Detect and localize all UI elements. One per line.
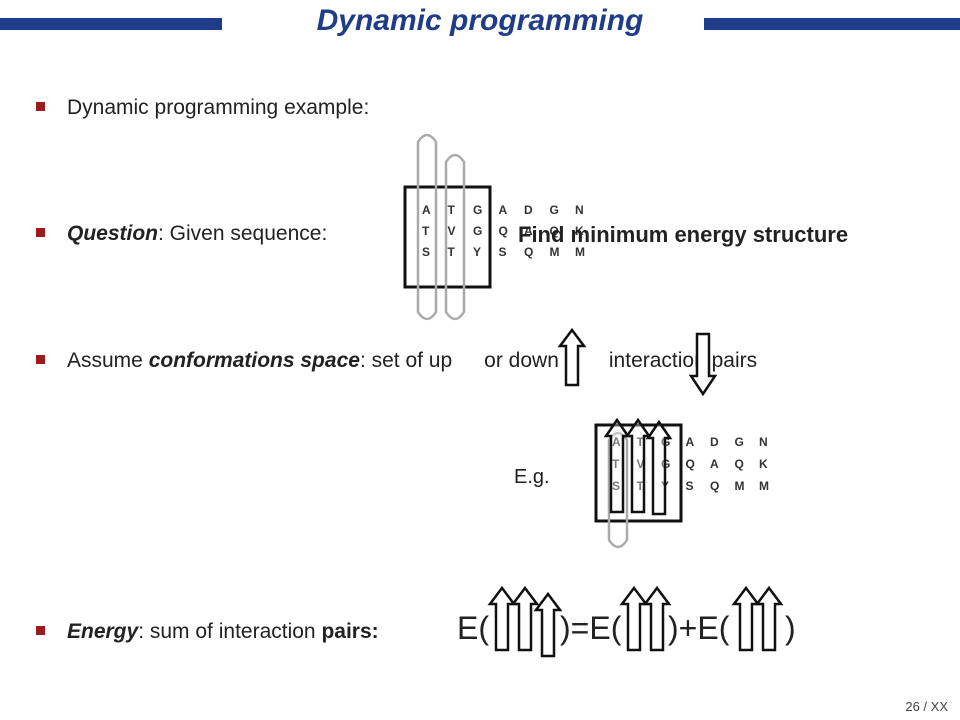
bullet-square-icon (36, 227, 45, 237)
sequence-letter: D (524, 203, 533, 217)
sequence-letter: G (735, 435, 744, 449)
assume-term: conformations space (148, 349, 360, 372)
sequence-letter: D (710, 435, 719, 449)
sequence-letter: T (422, 224, 430, 238)
sequence-letter: S (686, 479, 694, 493)
sequence-letter: N (759, 435, 768, 449)
up-arrow-icon (624, 417, 652, 514)
up-arrow-icon (642, 585, 672, 652)
slide-title: Dynamic programming (316, 4, 644, 37)
sequence-letter: S (612, 479, 620, 493)
up-arrow-icon (619, 585, 649, 652)
sequence-letter: A (422, 203, 431, 217)
bullet-example-text: Dynamic programming example: (67, 96, 370, 119)
sequence-letter: N (575, 203, 584, 217)
sequence-letter: S (499, 245, 507, 259)
sequence-letter: Q (499, 224, 508, 238)
bullet-square-icon (36, 354, 45, 364)
bullet-example: Dynamic programming example: (36, 96, 369, 120)
sequence-letter: Q (524, 245, 533, 259)
assume-prefix: Assume (67, 349, 143, 372)
sequence-letter: A (612, 435, 621, 449)
bullet-question: Question: Given sequence: (36, 222, 327, 246)
equation-mid2: )+E( (668, 610, 730, 646)
grid-box (403, 185, 492, 289)
sequence-letter: K (759, 457, 768, 471)
question-goal: Find minimum energy structure (518, 222, 849, 247)
sequence-letter: M (575, 245, 585, 259)
sequence-letter: Q (735, 457, 744, 471)
sequence-letter: T (637, 479, 645, 493)
energy-pairs: pairs: (321, 620, 379, 643)
sequence-letter: G (473, 224, 482, 238)
sequence-letter: Q (710, 479, 719, 493)
sequence-letter: A (686, 435, 695, 449)
sequence-letter: Q (550, 224, 559, 238)
assume-end: interaction pairs (608, 349, 758, 372)
question-label: Question (67, 222, 159, 245)
up-arrow-icon (533, 591, 563, 658)
up-arrow-icon (510, 585, 540, 652)
sequence-letter: M (759, 479, 769, 493)
sequence-letter: T (448, 245, 456, 259)
sequence-letter: A (499, 203, 508, 217)
sequence-letter: M (735, 479, 745, 493)
header-bar-right (704, 18, 960, 30)
backbone-strand (607, 431, 629, 549)
sequence-letter: Y (473, 245, 481, 259)
up-arrow-icon (754, 585, 784, 652)
sequence-letter: T (448, 203, 456, 217)
sequence-letter: S (422, 245, 430, 259)
down-arrow-icon (688, 332, 718, 397)
sequence-letter: V (448, 224, 456, 238)
energy-label: Energy (67, 620, 139, 643)
up-arrow-icon (487, 585, 517, 652)
question-text: : Given sequence: (158, 222, 328, 245)
energy-equation: E( )=E( )+E( ) (0, 590, 960, 670)
sequence-letter: V (637, 457, 645, 471)
bullet-square-icon (36, 101, 45, 111)
energy-text: : sum of interaction (138, 620, 316, 643)
bullet-assume: Assume conformations space: set of up or … (36, 349, 757, 373)
sequence-letter: A (710, 457, 719, 471)
example-label: E.g. (514, 466, 550, 488)
backbone-up-strand (416, 133, 438, 321)
header-bar-left (0, 18, 222, 30)
up-arrow-icon (731, 585, 761, 652)
backbone-down-strand (444, 153, 466, 321)
grid-box (594, 423, 683, 523)
sequence-letter: Q (686, 457, 695, 471)
equation-e1: E( (457, 610, 489, 646)
bullet-square-icon (36, 625, 45, 635)
page-number: 26 / XX (905, 699, 948, 714)
sequence-letter: T (612, 457, 620, 471)
sequence-letter: T (637, 435, 645, 449)
assume-or: or down (484, 349, 559, 372)
up-arrow-icon (557, 327, 587, 387)
assume-mid: : set of up (359, 349, 453, 372)
sequence-letter: K (575, 224, 584, 238)
bullet-energy: Energy: sum of interaction pairs: (36, 620, 379, 644)
equation-mid1: )=E( (560, 610, 622, 646)
sequence-letter: G (550, 203, 559, 217)
up-arrow-icon (645, 419, 673, 516)
sequence-letter: A (524, 224, 533, 238)
equation-end: ) (785, 610, 796, 646)
up-arrow-icon (603, 417, 631, 514)
sequence-letter: G (473, 203, 482, 217)
sequence-letter: M (550, 245, 560, 259)
